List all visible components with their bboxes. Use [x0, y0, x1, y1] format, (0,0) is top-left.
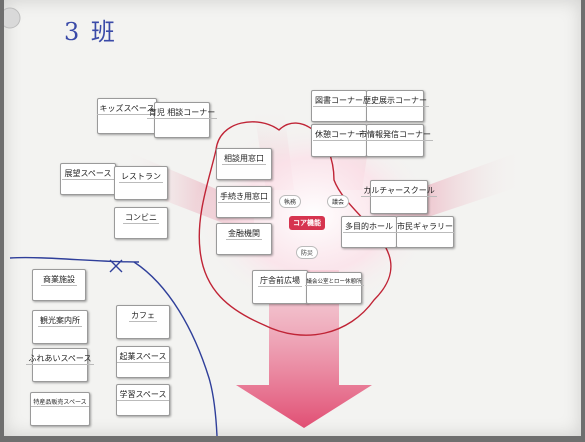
- card-viewing-space: 展望スペース: [60, 163, 116, 195]
- red-circle-annotation: [198, 121, 392, 336]
- card-study-space: 学習スペース: [116, 384, 170, 416]
- card-tourist-info: 観光案内所: [32, 310, 88, 344]
- blue-line-horizontal: [9, 256, 140, 263]
- card-council-lobby: 議会公室とロー休憩所: [304, 272, 364, 304]
- card-startup-space: 起業スペース: [116, 346, 170, 378]
- core-function-label: コア機能: [289, 216, 325, 230]
- card-multipurpose-hall: 多目的ホール: [341, 216, 397, 248]
- card-culture-school: カルチャースクール: [361, 180, 437, 214]
- card-convenience-store: コンビニ: [114, 207, 168, 239]
- card-citizen-gallery: 市民ギャラリー: [395, 216, 455, 248]
- card-fureai-space: ふれあいスペース: [26, 348, 94, 382]
- pill-council: 議会: [327, 195, 350, 208]
- card-specialty-sales-space: 特産品販売スペース: [30, 392, 90, 426]
- card-kids-space: キッズスペース: [97, 98, 157, 134]
- card-childcare-corner: 育児 相談コーナー: [146, 102, 218, 138]
- card-info-corner: 市情報発信コーナー: [357, 124, 433, 157]
- card-restaurant: レストラン: [114, 166, 168, 200]
- group-title: 3 班: [64, 18, 117, 46]
- card-financial-institution: 金融機関: [216, 223, 272, 255]
- card-consultation-window: 相談用窓口: [216, 148, 272, 180]
- pill-office-work: 執務: [279, 195, 302, 208]
- card-procedure-window: 手続き用窓口: [216, 186, 272, 218]
- down-arrow: [236, 270, 372, 428]
- blue-x-mark: [109, 259, 123, 273]
- card-cafe: カフェ: [116, 305, 170, 339]
- card-library-corner: 図書コーナー: [311, 90, 367, 122]
- pill-disaster-prevention: 防災: [296, 246, 319, 259]
- card-history-corner: 歴史展示コーナー: [361, 90, 429, 122]
- whiteboard: 3 班 キッズスペース 育児 相談コーナー 図書コーナー 歴史展示コーナー 休憩…: [4, 0, 581, 436]
- magnet: [4, 7, 21, 29]
- blue-line-curve: [133, 261, 218, 436]
- card-government-plaza: 庁舎前広場: [252, 270, 308, 304]
- card-commercial-facility: 商業施設: [32, 269, 86, 301]
